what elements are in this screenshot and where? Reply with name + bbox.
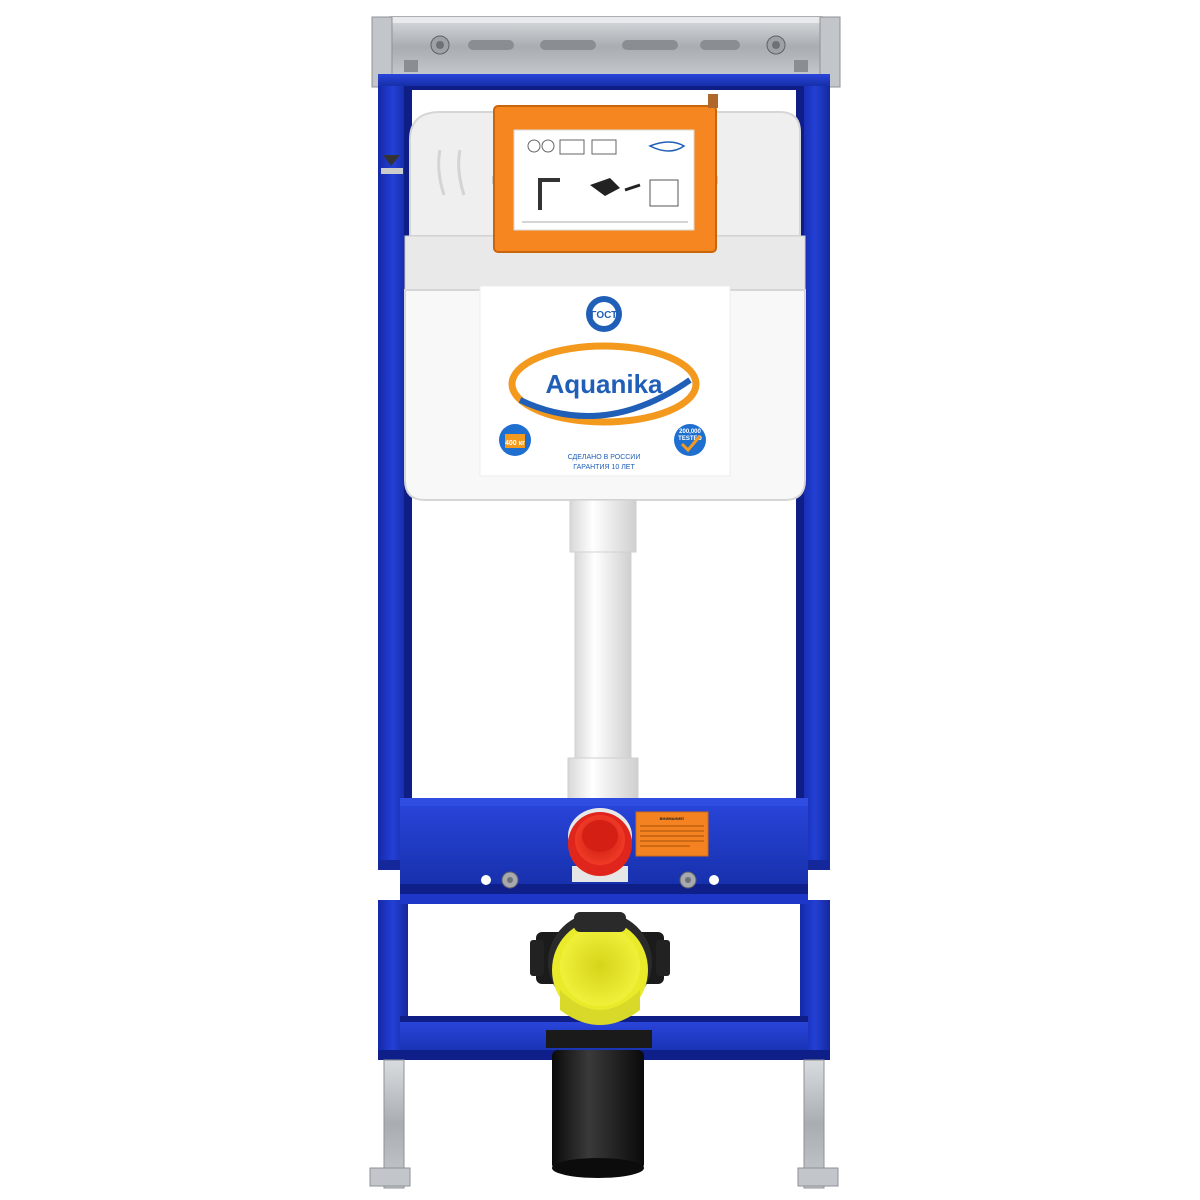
flush-panel <box>493 94 718 253</box>
bolt-icon <box>430 35 786 55</box>
warranty-text: ГАРАНТИЯ 10 ЛЕТ <box>573 464 635 471</box>
drain-elbow <box>530 912 670 1178</box>
brand-name: Aquanika <box>545 369 663 399</box>
yellow-protective-plug <box>552 920 648 1025</box>
cross-bar: ВНИМАНИЕ! <box>400 798 808 894</box>
top-mounting-bracket <box>371 16 841 88</box>
red-protective-plug <box>568 808 632 882</box>
load-label: 400 кг <box>505 440 525 447</box>
warning-label: ВНИМАНИЕ! <box>635 811 709 857</box>
flush-pipe <box>567 499 639 801</box>
frame-feet <box>369 1059 839 1189</box>
gost-cert-icon: ГОСТ <box>586 296 622 332</box>
bolt-icon <box>501 871 697 889</box>
made-in-russia: СДЕЛАНО В РОССИИ <box>568 454 641 461</box>
tested-word: TESTED <box>678 436 702 442</box>
tested-count: 200,000 <box>679 429 701 435</box>
tested-check-icon: 200,000 TESTED <box>674 424 706 456</box>
gost-label: ГОСТ <box>591 310 617 321</box>
warning-title: ВНИМАНИЕ! <box>660 816 685 821</box>
front-sticker: ГОСТ Aquanika 400 кг 200,000 TESTED СДЕЛ… <box>479 285 731 477</box>
weight-400-icon: 400 кг <box>499 424 531 456</box>
aquanika-logo: Aquanika <box>508 342 700 426</box>
